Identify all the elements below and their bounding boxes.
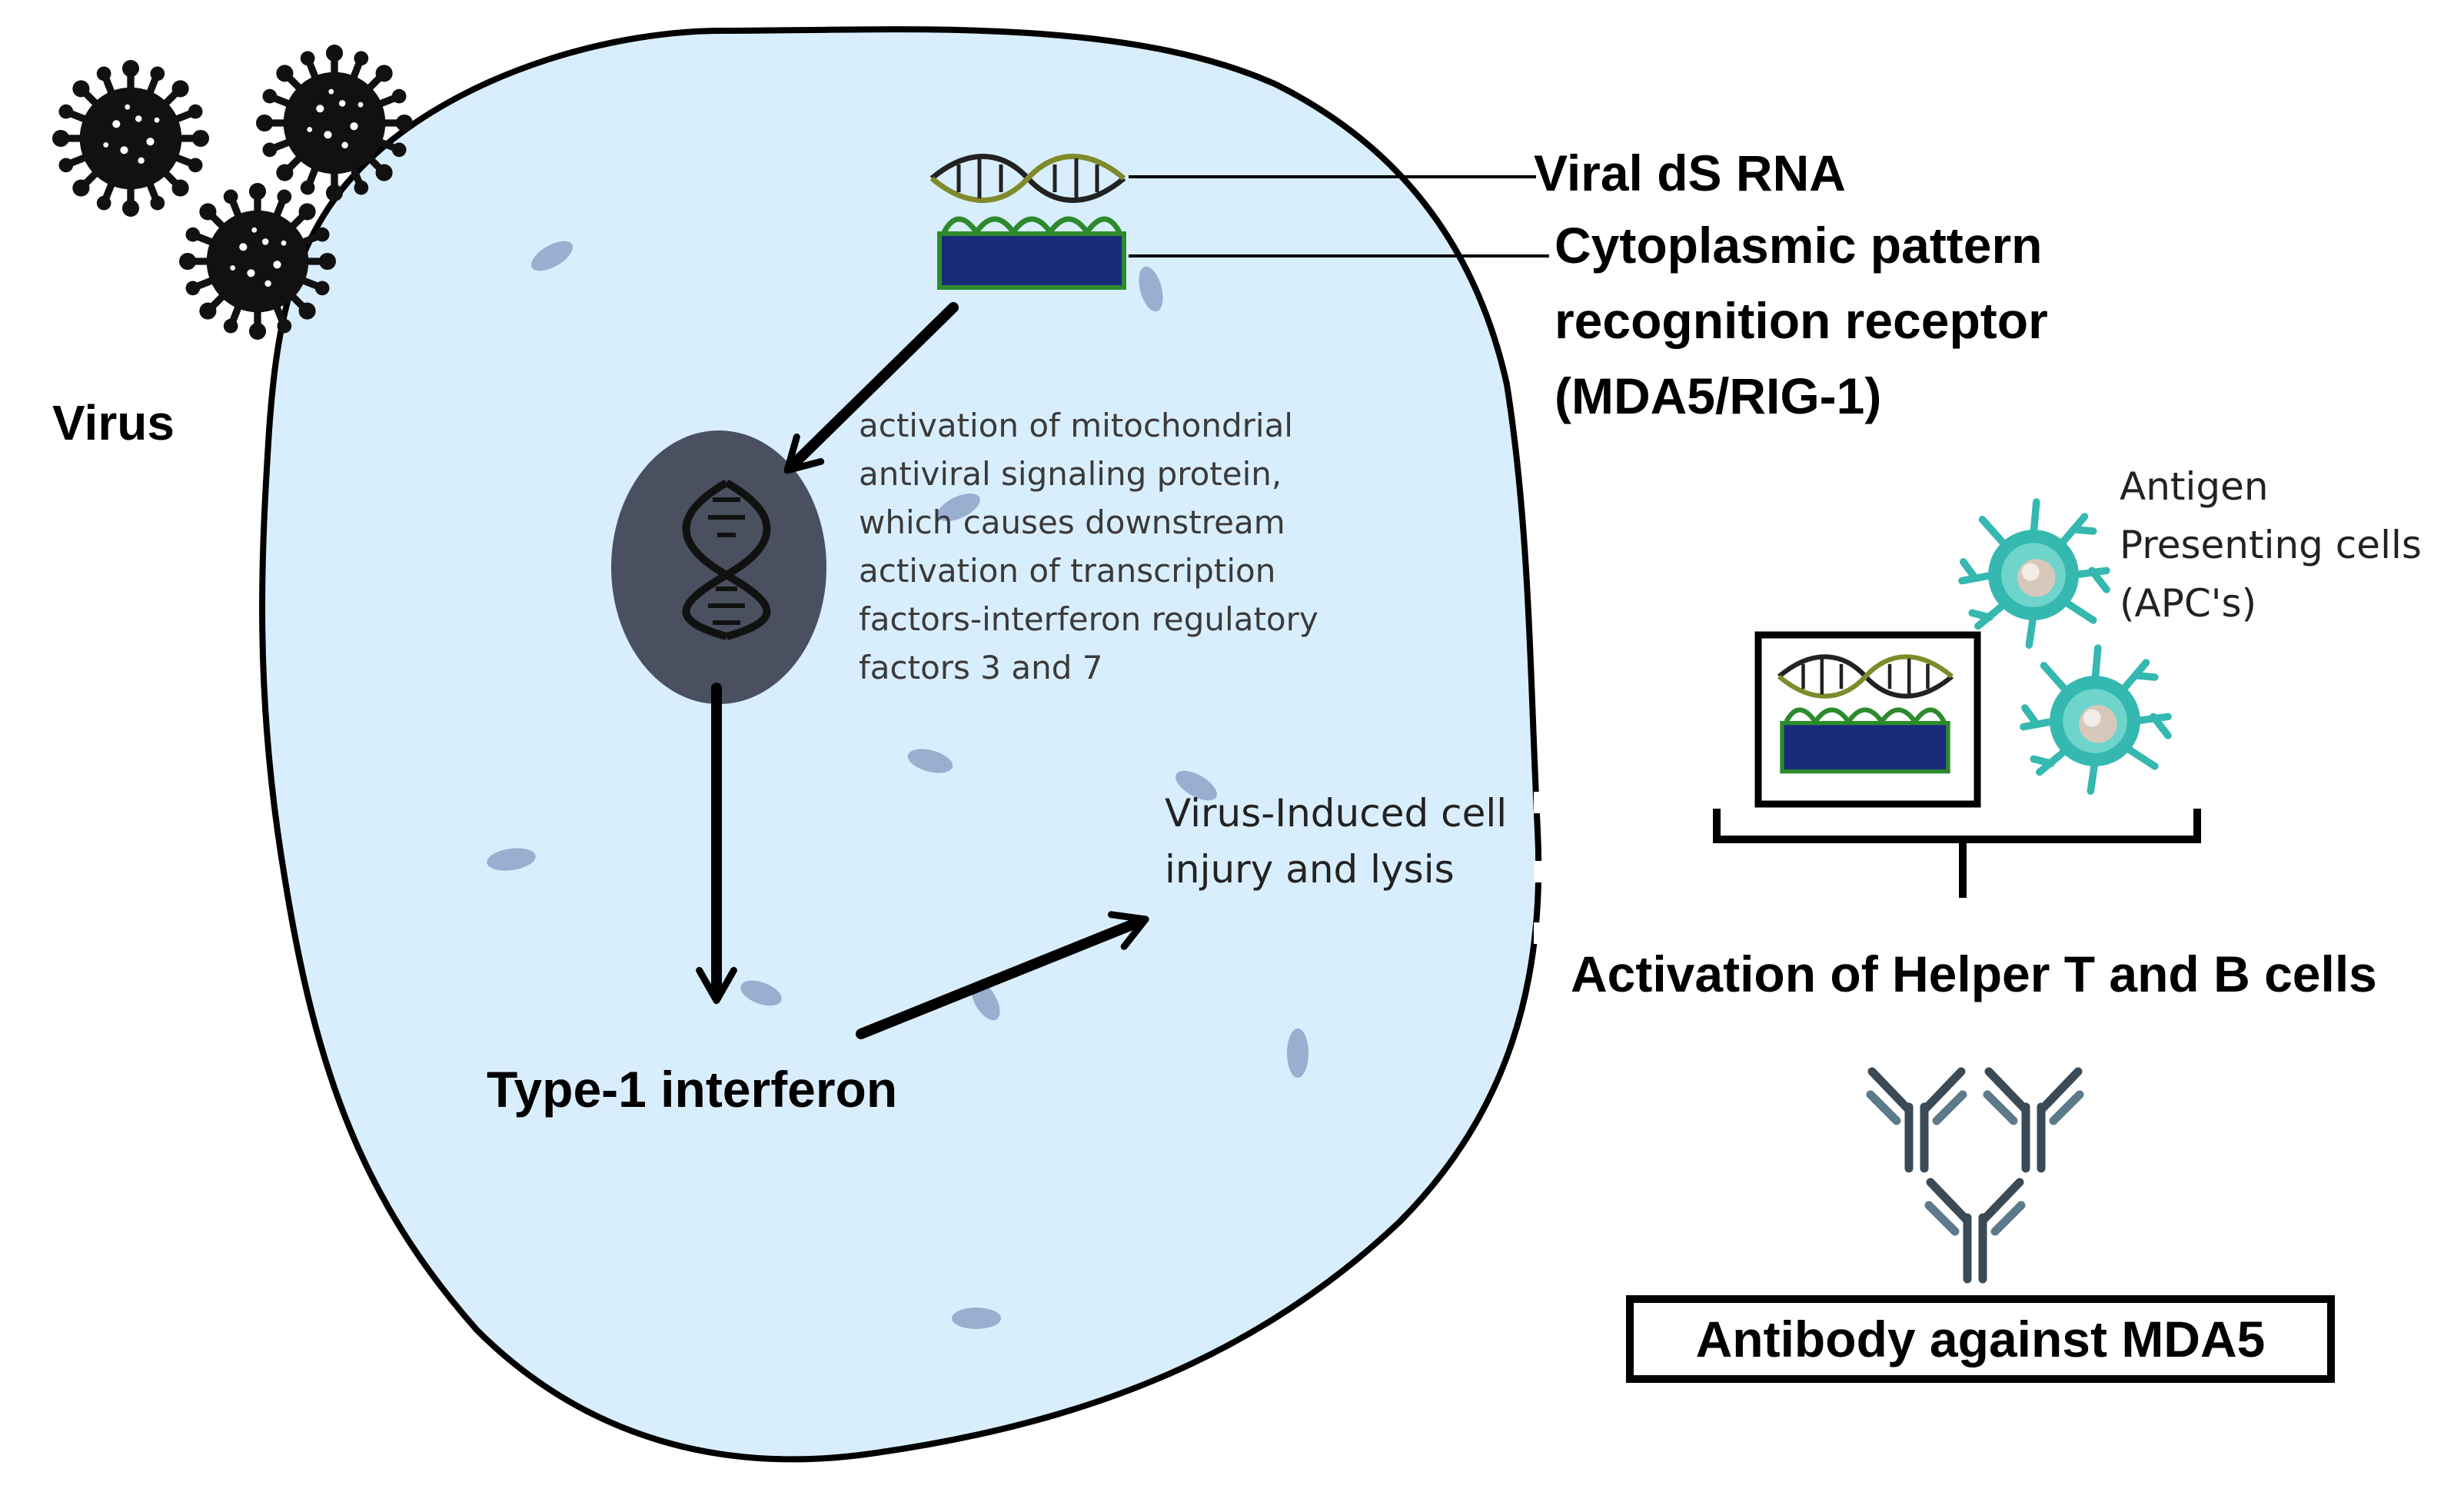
viral-dsrna-label: Viral dS RNA (1534, 145, 1846, 201)
bracket (1713, 809, 2201, 898)
svg-text:which causes downstream: which causes downstream (859, 503, 1285, 541)
svg-text:factors-interferon regulatory: factors-interferon regulatory (859, 600, 1318, 638)
arrow-interferon-to-lysis (856, 911, 1149, 1039)
antibody-icon (1870, 1072, 1963, 1168)
virus-icon (179, 183, 336, 340)
apc-cell-icon (2023, 648, 2168, 791)
svg-text:factors 3 and 7: factors 3 and 7 (859, 649, 1102, 686)
apc-cell-icon (1962, 502, 2107, 645)
antibody-label: Antibody against MDA5 (1696, 1311, 2266, 1367)
antibody-icon (1987, 1072, 2080, 1168)
mavs-description: activation of mitochondrial antiviral si… (859, 407, 1318, 686)
antibody-box (1626, 1295, 2335, 1383)
svg-text:Presenting cells: Presenting cells (2120, 523, 2422, 567)
leader-lines (1129, 175, 1549, 258)
organelles (487, 241, 1308, 1329)
svg-text:Virus-Induced cell: Virus-Induced cell (1165, 791, 1507, 836)
host-cell (259, 26, 1542, 1463)
receptor-label-3: (MDA5/RIG-1) (1555, 367, 1881, 424)
virus-icon (256, 45, 413, 201)
lysis-label: Virus-Induced cell injury and lysis (1165, 791, 1507, 892)
arrow-receptor-to-nucleus (783, 302, 959, 474)
svg-text:(APC's): (APC's) (2120, 581, 2256, 626)
svg-text:Antigen: Antigen (2120, 464, 2269, 509)
virus-label: Virus (52, 395, 175, 450)
receptor-label-1: Cytoplasmic pattern (1555, 217, 2042, 274)
interferon-label: Type-1 interferon (487, 1061, 897, 1118)
svg-text:injury and lysis: injury and lysis (1165, 847, 1455, 892)
svg-text:activation of mitochondrial: activation of mitochondrial (859, 407, 1293, 444)
virus-icon (52, 60, 209, 217)
svg-text:antiviral signaling protein,: antiviral signaling protein, (859, 455, 1282, 493)
dna-icon (682, 479, 771, 640)
svg-text:activation of transcription: activation of transcription (859, 552, 1275, 590)
antibody-icon (1929, 1182, 2021, 1279)
activation-label: Activation of Helper T and B cells (1571, 945, 2377, 1002)
apc-label: Antigen Presenting cells (APC's) (2120, 464, 2422, 626)
receptor-label-2: recognition receptor (1555, 292, 2048, 349)
pathway-arrows (696, 302, 1149, 1039)
